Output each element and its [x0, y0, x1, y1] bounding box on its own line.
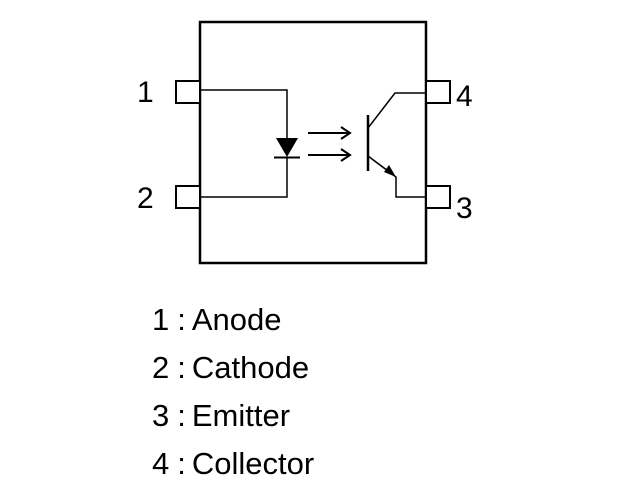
pin-tab-3	[425, 185, 451, 209]
pin-number-3: 3	[456, 192, 473, 225]
legend-separator: :	[177, 446, 186, 481]
legend-pin-number: 2	[152, 350, 170, 385]
pin-legend: 1:Anode 2:Cathode 3:Emitter 4:Collector	[152, 298, 314, 490]
pin-number-1: 1	[137, 76, 154, 109]
pin-number-4: 4	[456, 80, 473, 113]
legend-separator: :	[177, 398, 186, 433]
led-diode-icon	[274, 138, 300, 159]
legend-pin-number: 4	[152, 446, 170, 481]
legend-item-cathode: 2:Cathode	[152, 346, 314, 394]
legend-separator: :	[177, 350, 186, 385]
legend-item-anode: 1:Anode	[152, 298, 314, 346]
package-body	[198, 20, 428, 265]
legend-item-collector: 4:Collector	[152, 442, 314, 490]
legend-pin-name: Emitter	[191, 398, 291, 433]
phototransistor-icon	[366, 92, 426, 198]
legend-pin-name: Cathode	[191, 350, 310, 385]
legend-pin-name: Collector	[191, 446, 315, 481]
light-arrows-icon	[308, 126, 352, 162]
legend-pin-number: 1	[152, 302, 170, 337]
legend-pin-number: 3	[152, 398, 170, 433]
legend-item-emitter: 3:Emitter	[152, 394, 314, 442]
legend-separator: :	[177, 302, 186, 337]
pin-tab-4	[425, 80, 451, 104]
led-wiring	[200, 89, 288, 198]
legend-pin-name: Anode	[191, 302, 282, 337]
pin-tab-1	[175, 80, 201, 104]
pin-number-2: 2	[137, 182, 154, 215]
pin-tab-2	[175, 185, 201, 209]
